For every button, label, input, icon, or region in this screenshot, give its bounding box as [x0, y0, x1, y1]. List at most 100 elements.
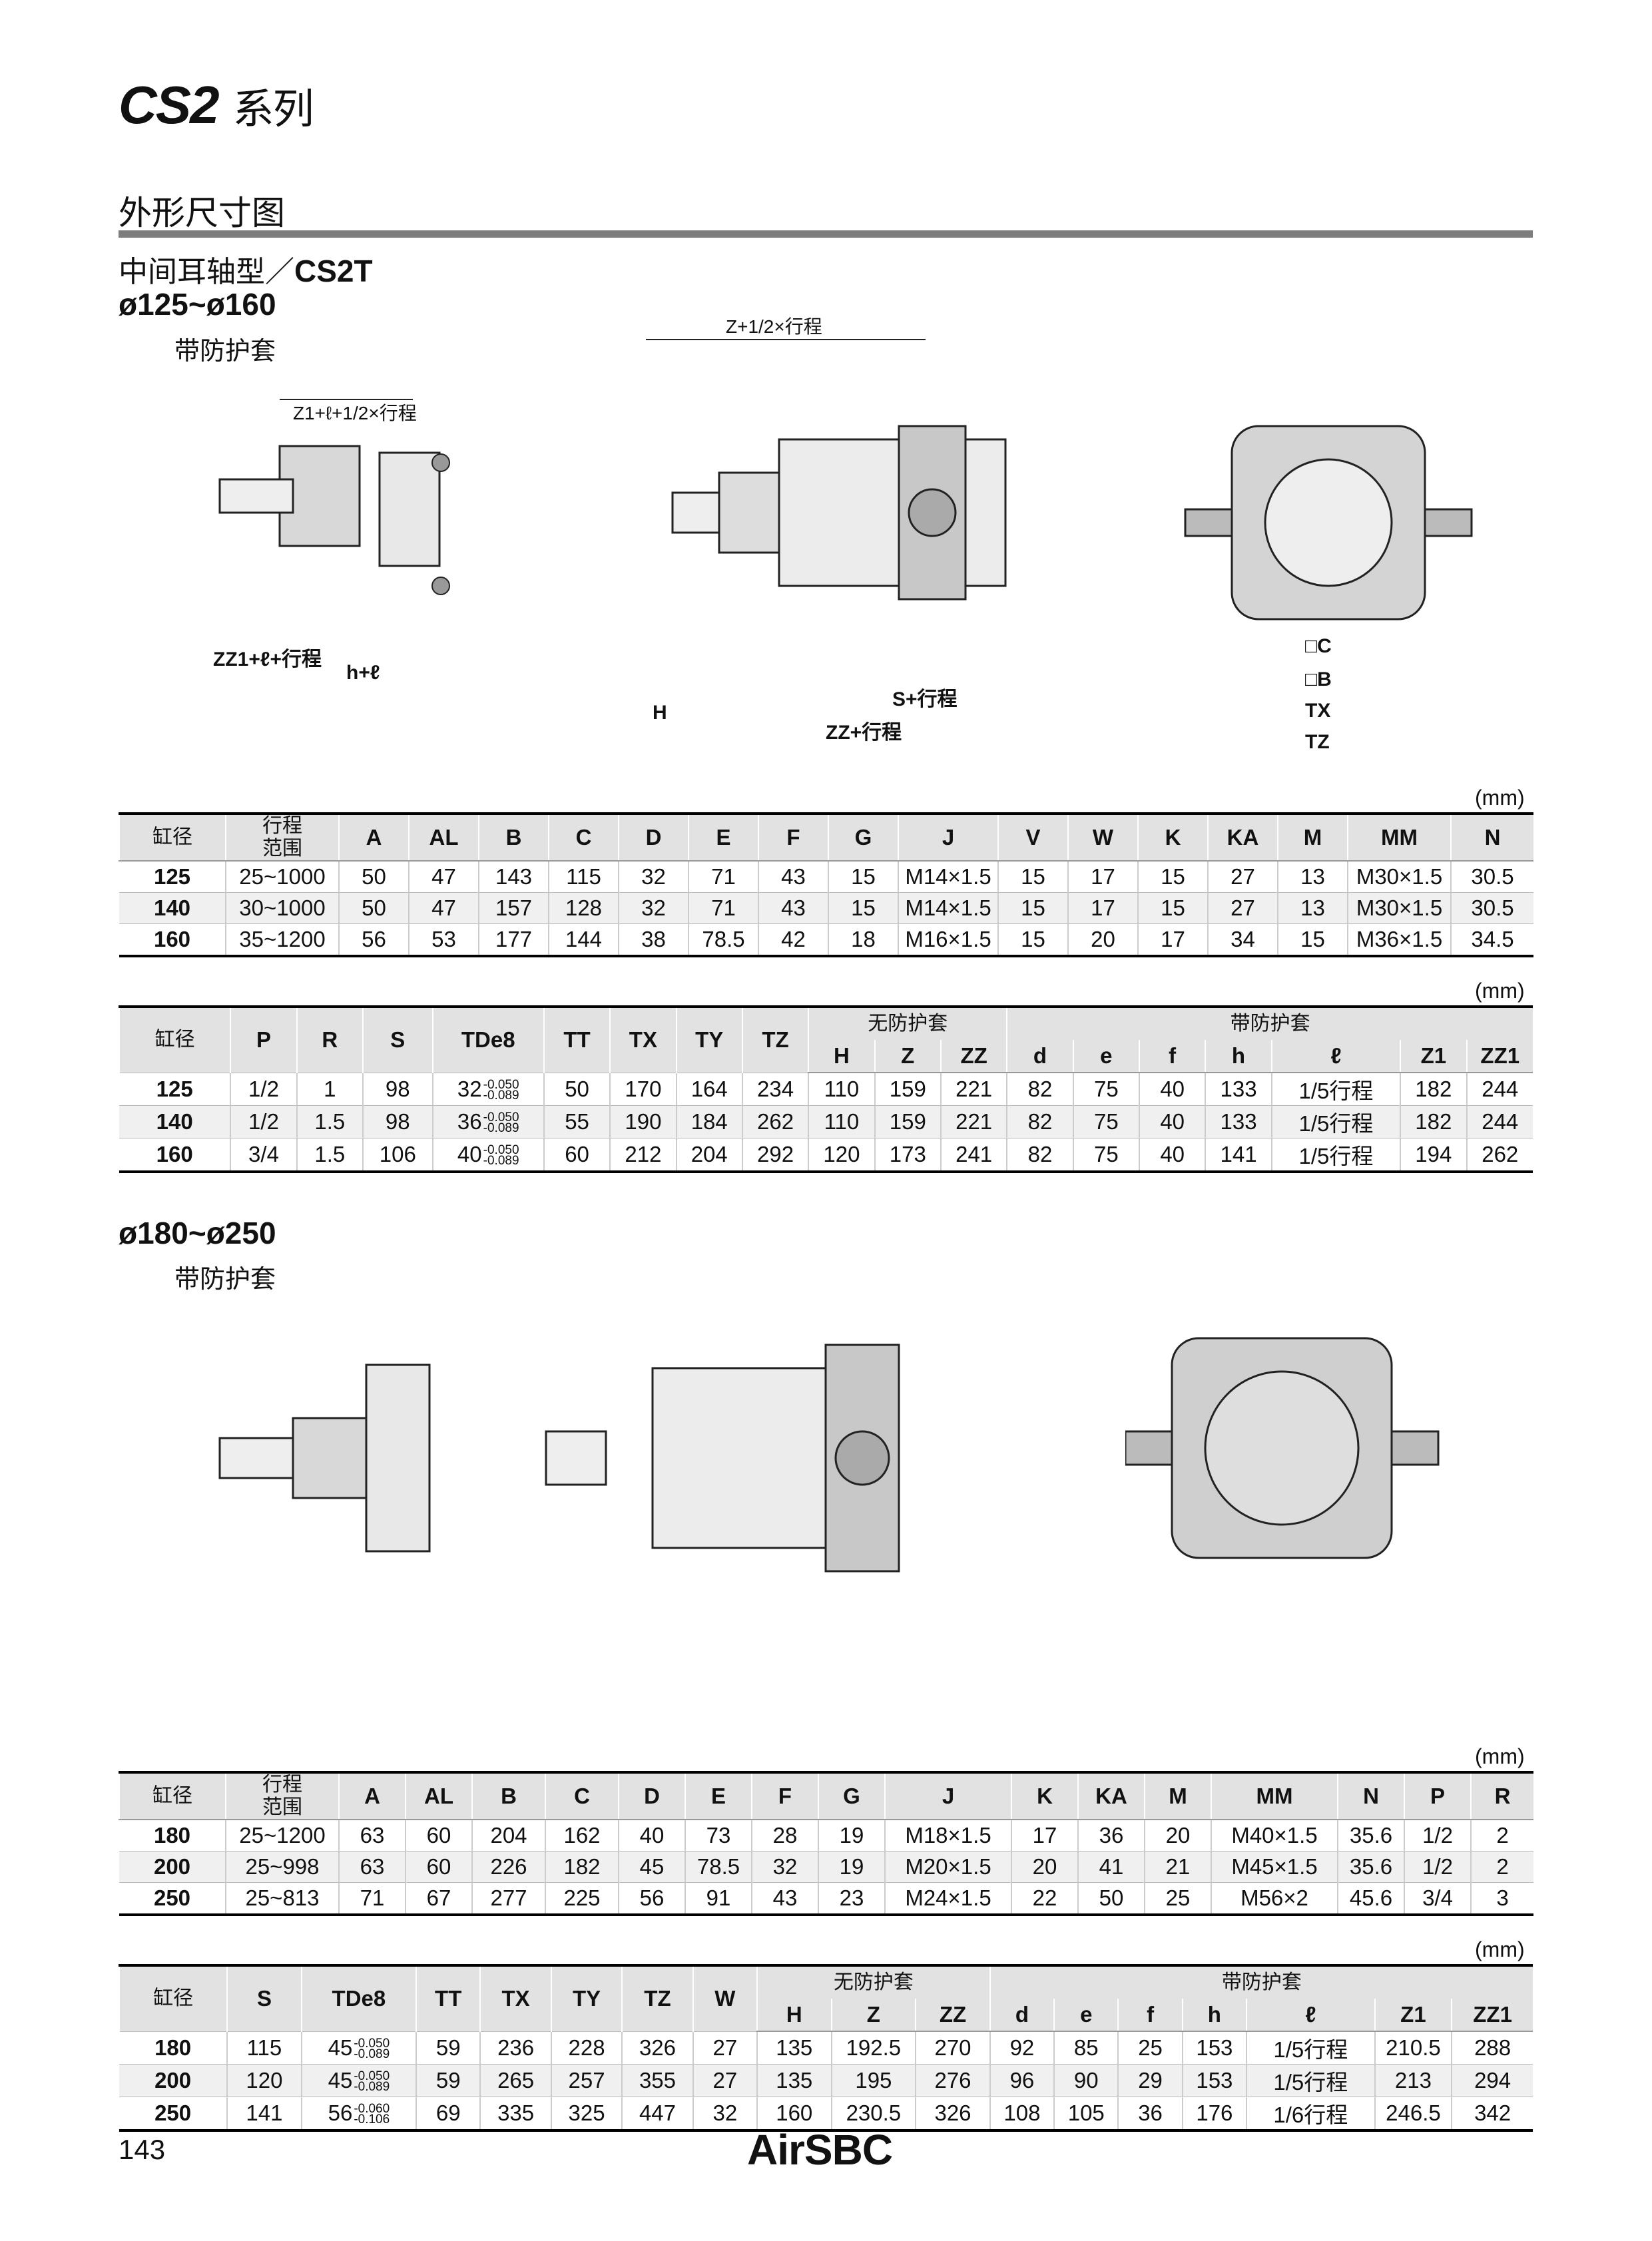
table-cell: 250 — [119, 1882, 226, 1916]
table-cell: 34 — [1207, 923, 1278, 957]
table-cell: 262 — [741, 1105, 809, 1138]
sub-column-header: e — [1053, 1999, 1119, 2032]
column-header: S — [362, 1005, 433, 1073]
table-cell: 56 — [338, 923, 409, 957]
table-cell: 40 — [1138, 1105, 1206, 1138]
dim-zz-label: ZZ+行程 — [826, 722, 902, 744]
table-cell: 50 — [338, 860, 409, 893]
tolerance: -0.050-0.089 — [483, 1111, 519, 1136]
table-cell: M14×1.5 — [898, 892, 998, 924]
table-cell: 159 — [874, 1072, 941, 1106]
table-cell: 45-0.050-0.089 — [300, 2031, 417, 2065]
boot-label-1: 带防护套 — [174, 338, 276, 366]
table-cell: 170 — [609, 1072, 677, 1106]
table-cell: 1/5行程 — [1270, 1105, 1401, 1138]
table-cell: 1/6行程 — [1246, 2097, 1375, 2132]
table-cell: 294 — [1451, 2064, 1533, 2097]
table-cell: 325 — [550, 2097, 623, 2132]
dim-hl-label: h+ℓ — [346, 662, 380, 684]
table-cell: 32 — [751, 1851, 818, 1883]
table-cell: M56×2 — [1211, 1882, 1338, 1916]
table-cell: 141 — [1205, 1138, 1272, 1173]
table-cell: 30~1000 — [225, 892, 339, 924]
table-cell: 288 — [1451, 2031, 1533, 2065]
table-cell: 50 — [338, 892, 409, 924]
table-cell: M24×1.5 — [884, 1882, 1011, 1916]
table-cell: 28 — [751, 1819, 818, 1852]
table-cell: 194 — [1400, 1138, 1467, 1173]
table-cell: 15 — [997, 860, 1068, 893]
sub-column-header: f — [1138, 1040, 1206, 1073]
column-header: J — [898, 812, 998, 862]
table-cell: 96 — [989, 2064, 1055, 2097]
sub-column-header: h — [1205, 1040, 1272, 1073]
table-cell: 82 — [1006, 1105, 1073, 1138]
table-cell: 45 — [618, 1851, 685, 1883]
table-cell: 250 — [119, 2097, 228, 2132]
table-cell: 326 — [621, 2031, 693, 2065]
table-cell: M40×1.5 — [1211, 1819, 1338, 1852]
table-cell: 15 — [828, 860, 898, 893]
table-cell: M14×1.5 — [898, 860, 998, 893]
table-cell: 159 — [874, 1105, 941, 1138]
sub-column-header: d — [1006, 1040, 1073, 1073]
column-header: TT — [415, 1964, 481, 2031]
table-cell: 42 — [758, 923, 828, 957]
table-cell: 110 — [808, 1105, 875, 1138]
size-range-2: ø180~ø250 — [119, 1216, 276, 1250]
dim-zz1-label: ZZ1+ℓ+行程 — [213, 648, 322, 670]
table-cell: 36 — [1077, 1819, 1145, 1852]
table-cell: 85 — [1053, 2031, 1119, 2065]
column-header: K — [1011, 1771, 1078, 1820]
table-cell: 59 — [415, 2064, 481, 2097]
table-cell: 192.5 — [830, 2031, 916, 2065]
table-cell: 30.5 — [1450, 892, 1533, 924]
table-cell: 108 — [989, 2097, 1055, 2132]
table-cell: 43 — [758, 860, 828, 893]
table-cell: 213 — [1374, 2064, 1452, 2097]
table-cell: 144 — [548, 923, 619, 957]
table-cell: 133 — [1205, 1105, 1272, 1138]
table-cell: 32 — [618, 892, 688, 924]
column-header: S — [226, 1964, 302, 2031]
table-cell: 60 — [405, 1851, 472, 1883]
sub-column-header: ℓ — [1246, 1999, 1375, 2032]
sub-column-header: e — [1072, 1040, 1139, 1073]
table-cell: 75 — [1072, 1138, 1139, 1173]
table-cell: 29 — [1117, 2064, 1183, 2097]
table-cell: 13 — [1277, 860, 1348, 893]
table-cell: 56 — [618, 1882, 685, 1916]
table-cell: 15 — [1277, 923, 1348, 957]
table-cell: 180 — [119, 2031, 228, 2065]
table-cell: 153 — [1181, 2064, 1247, 2097]
table-cell: 32-0.050-0.089 — [431, 1072, 544, 1106]
table-cell: 160 — [119, 923, 226, 957]
table-cell: 22 — [1011, 1882, 1078, 1916]
table-cell: 157 — [478, 892, 549, 924]
table-cell: 182 — [1400, 1072, 1467, 1106]
column-header: N — [1450, 812, 1533, 862]
group-header-no-boot: 无防护套 — [808, 1005, 1007, 1040]
table-cell: 35~1200 — [225, 923, 339, 957]
table-cell: 41 — [1077, 1851, 1145, 1883]
column-header: C — [548, 812, 619, 862]
table-cell: 63 — [338, 1819, 406, 1852]
table-cell: 15 — [1137, 860, 1208, 893]
table-cell: 56-0.060-0.106 — [300, 2097, 417, 2132]
sub-column-header: ZZ — [915, 1999, 990, 2032]
table-cell: 25 — [1117, 2031, 1183, 2065]
dim-s-label: S+行程 — [892, 688, 958, 710]
table-cell: 204 — [675, 1138, 742, 1173]
dim-z1-label: Z1+ℓ+1/2×行程 — [293, 403, 417, 423]
column-header: N — [1337, 1771, 1404, 1820]
sub-column-header: Z1 — [1374, 1999, 1452, 2032]
column-header: TX — [609, 1005, 677, 1073]
table-cell: 36 — [1117, 2097, 1183, 2132]
